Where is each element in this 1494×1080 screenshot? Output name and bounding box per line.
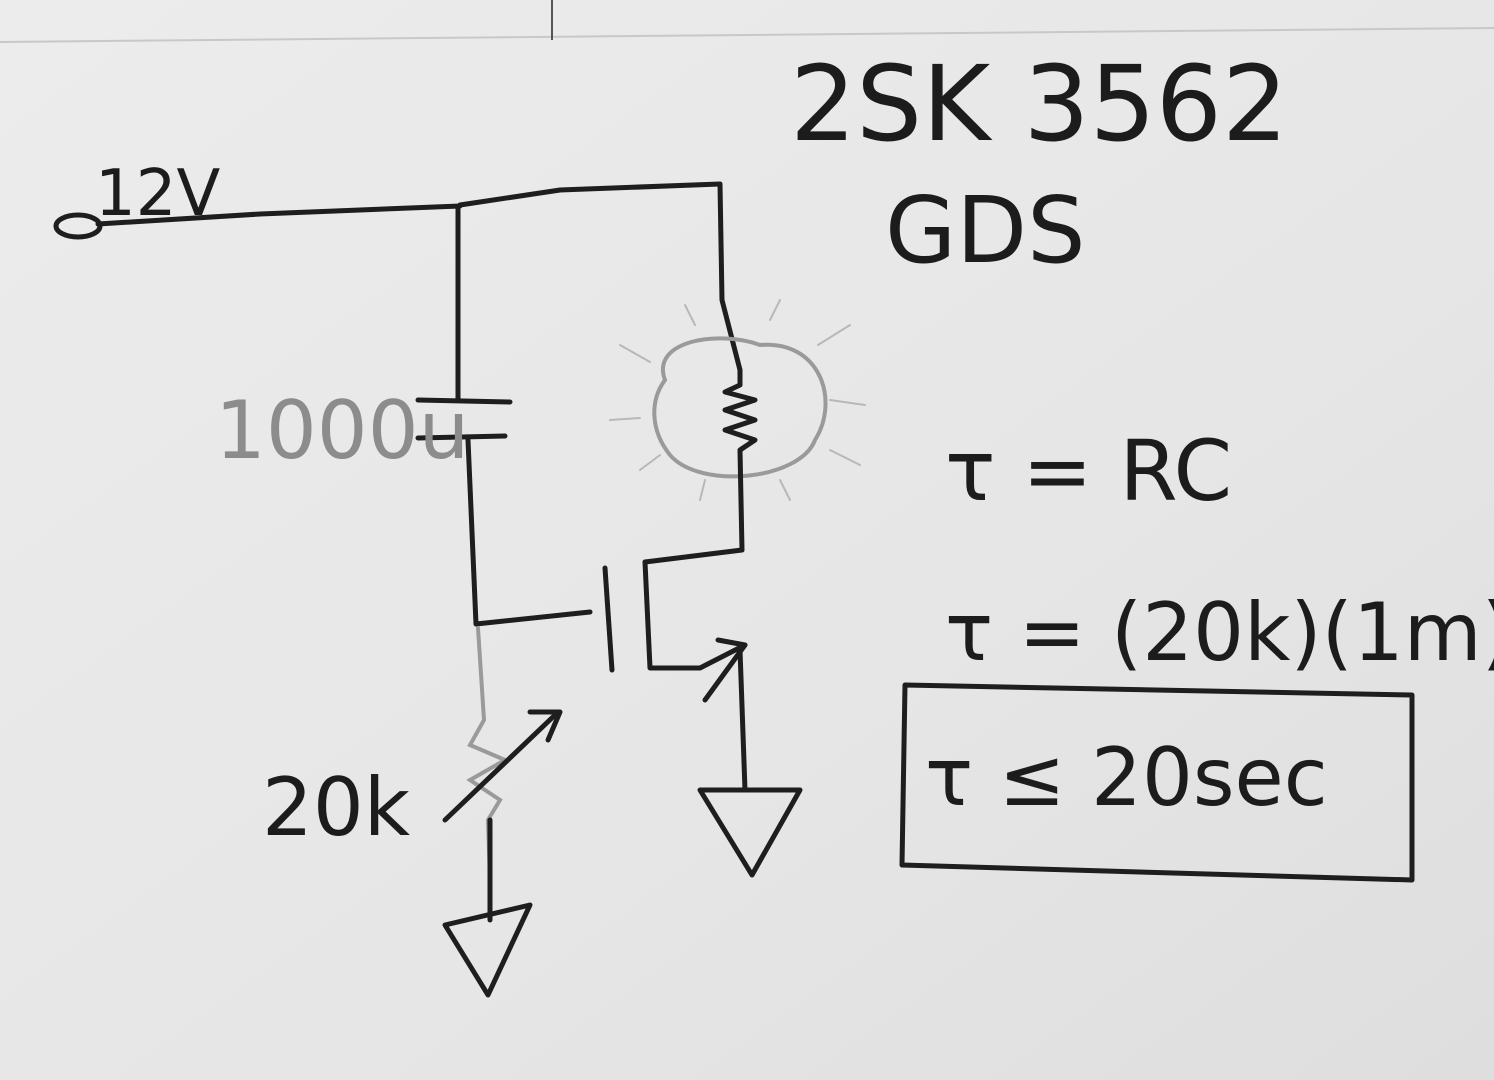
resistor-label: 20k — [262, 761, 411, 854]
equation-tau-result: τ ≤ 20sec — [925, 731, 1328, 824]
ground-icon — [442, 902, 533, 998]
pinout-label: GDS — [885, 177, 1086, 284]
mosfet-symbol — [602, 559, 748, 793]
result-box: τ ≤ 20sec — [899, 682, 1415, 883]
page-edge — [0, 27, 1494, 43]
ground-icon — [697, 787, 803, 878]
part-number: 2SK 3562 — [790, 43, 1288, 165]
potentiometer — [442, 626, 563, 923]
supply-terminal — [53, 181, 743, 373]
equation-tau-rc: τ = RC — [945, 422, 1232, 520]
capacitor-label: 1000u — [215, 384, 469, 477]
supply-label: 12V — [95, 157, 220, 231]
equation-tau-values: τ = (20k)(1m) — [945, 586, 1494, 679]
lamp-icon — [609, 299, 866, 565]
capacitor — [415, 205, 593, 627]
